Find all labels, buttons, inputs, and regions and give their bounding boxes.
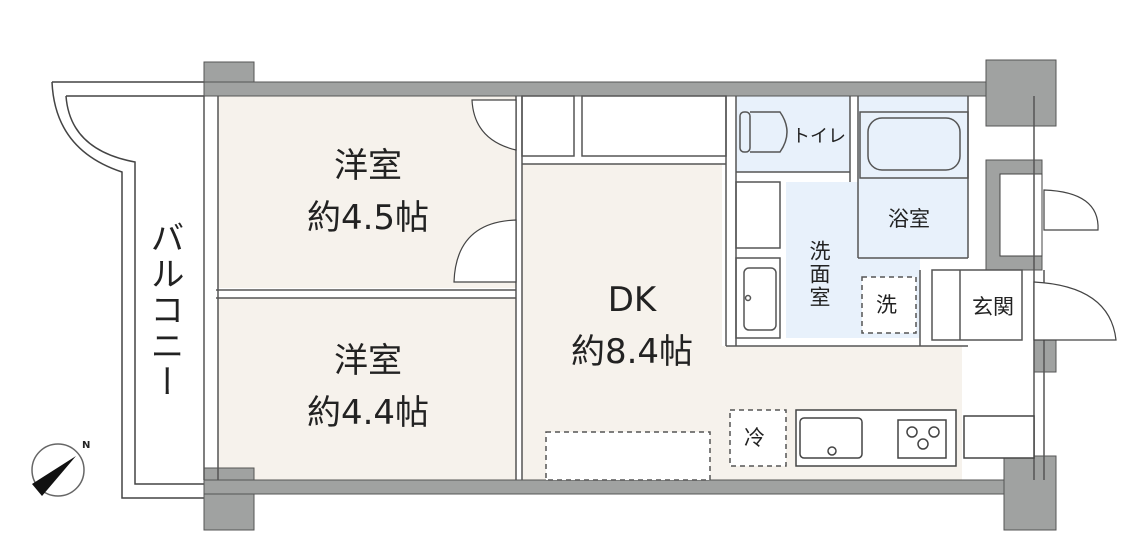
compass-north-label: N — [82, 440, 91, 451]
room-label-toilet: トイレ — [792, 126, 846, 147]
room-label-entrance: 玄関 — [972, 295, 1014, 319]
compass-icon — [31, 443, 85, 497]
balcony-outline — [51, 81, 204, 499]
washer-space-label: 洗 — [876, 293, 897, 317]
toilet-floor — [736, 96, 850, 172]
dk-floor — [522, 164, 722, 480]
western-room-2-floor — [218, 298, 516, 480]
room-label-washroom: 洗面室 — [807, 240, 831, 309]
room-label-western-1: 洋室 約4.5帖 — [306, 146, 430, 238]
room-label-balcony: バルコニー — [144, 220, 184, 400]
room-label-dk: DK 約8.4帖 — [570, 280, 694, 372]
room-label-western-2: 洋室 約4.4帖 — [306, 341, 430, 433]
fridge-space-label: 冷 — [744, 426, 765, 450]
room-label-bathroom: 浴室 — [888, 207, 930, 231]
